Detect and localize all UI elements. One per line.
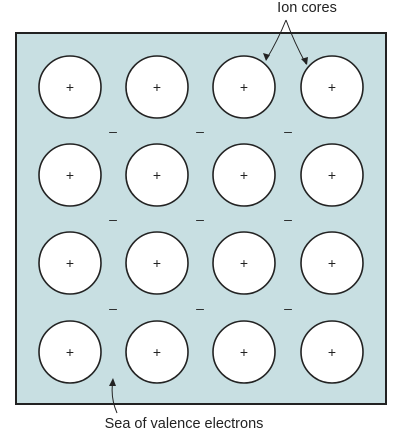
- ion-core: +: [300, 320, 364, 384]
- ion-core: +: [212, 55, 276, 119]
- valence-electron: –: [284, 211, 292, 227]
- ion-core: +: [300, 143, 364, 207]
- ion-core-circle: [125, 320, 189, 384]
- ion-core: +: [212, 143, 276, 207]
- ion-core: +: [125, 231, 189, 295]
- ion-core: +: [212, 231, 276, 295]
- ion-core-circle: [300, 143, 364, 207]
- ion-charge-symbol: +: [66, 167, 74, 183]
- ion-core-circle: [125, 55, 189, 119]
- ion-core: +: [125, 55, 189, 119]
- ion-charge-symbol: +: [66, 255, 74, 271]
- valence-electron: –: [196, 300, 204, 316]
- ion-core-circle: [38, 55, 102, 119]
- ion-core-circle: [125, 143, 189, 207]
- ion-charge-symbol: +: [240, 167, 248, 183]
- ion-charge-symbol: +: [153, 344, 161, 360]
- ion-core: +: [125, 143, 189, 207]
- ion-charge-symbol: +: [66, 344, 74, 360]
- ion-core-circle: [38, 231, 102, 295]
- valence-electron: –: [284, 123, 292, 139]
- valence-electron: –: [109, 123, 117, 139]
- ion-charge-symbol: +: [240, 344, 248, 360]
- ion-charge-symbol: +: [240, 255, 248, 271]
- ion-core-circle: [300, 55, 364, 119]
- valence-electron: –: [109, 211, 117, 227]
- ion-charge-symbol: +: [328, 79, 336, 95]
- ion-charge-symbol: +: [328, 167, 336, 183]
- ion-charge-symbol: +: [153, 255, 161, 271]
- valence-electron: –: [284, 300, 292, 316]
- ion-core: +: [125, 320, 189, 384]
- arrowhead-1: [263, 53, 270, 61]
- ion-core-circle: [38, 320, 102, 384]
- valence-electron: –: [196, 123, 204, 139]
- ion-charge-symbol: +: [153, 79, 161, 95]
- ion-charge-symbol: +: [66, 79, 74, 95]
- ion-core-circle: [212, 320, 276, 384]
- electron-grid: – – – – – – – – –: [109, 123, 292, 316]
- valence-electron: –: [109, 300, 117, 316]
- valence-electron: –: [196, 211, 204, 227]
- ion-charge-symbol: +: [153, 167, 161, 183]
- ion-core: +: [38, 320, 102, 384]
- ion-core-circle: [212, 55, 276, 119]
- ion-core: +: [300, 55, 364, 119]
- ion-core: +: [38, 143, 102, 207]
- arrowhead-2: [301, 57, 308, 65]
- ion-core: +: [38, 55, 102, 119]
- ion-charge-symbol: +: [240, 79, 248, 95]
- ion-core: +: [300, 231, 364, 295]
- ion-core-circle: [212, 143, 276, 207]
- ion-core-circle: [125, 231, 189, 295]
- ion-core-circle: [212, 231, 276, 295]
- ion-core: +: [38, 231, 102, 295]
- ion-core: +: [212, 320, 276, 384]
- ion-core-grid: + + + + + + + + + + + + + + + +: [38, 55, 364, 384]
- ion-core-circle: [38, 143, 102, 207]
- sea-of-valence-electrons-label: Sea of valence electrons: [105, 416, 264, 432]
- sea-arrowhead: [109, 378, 116, 386]
- ion-charge-symbol: +: [328, 344, 336, 360]
- ion-core-circle: [300, 320, 364, 384]
- ion-cores-label: Ion cores: [277, 0, 337, 16]
- ion-core-circle: [300, 231, 364, 295]
- ion-charge-symbol: +: [328, 255, 336, 271]
